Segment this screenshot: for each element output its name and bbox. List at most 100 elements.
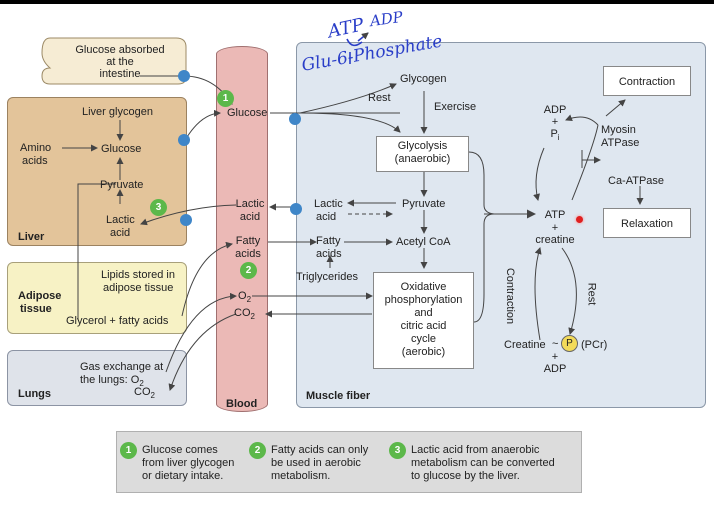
plus-mid: + bbox=[551, 222, 559, 234]
ox-line1: Oxidative bbox=[400, 281, 447, 293]
legend-1-line2: from liver glycogen bbox=[142, 457, 235, 469]
adp-top: ADP bbox=[543, 104, 567, 116]
rest-vertical: Rest bbox=[585, 282, 598, 306]
liver-pyruvate: Pyruvate bbox=[100, 179, 144, 191]
phosphate-circle: P bbox=[561, 335, 578, 352]
intestine-line2: at the bbox=[106, 56, 134, 68]
liver-lactic-acid: acid bbox=[110, 227, 131, 239]
muscle-exercise: Exercise bbox=[434, 101, 477, 113]
liver-region bbox=[7, 97, 187, 246]
lungs-label: Lungs bbox=[18, 388, 51, 400]
contraction-box bbox=[603, 66, 691, 96]
legend-2-line1: Fatty acids can only bbox=[271, 444, 369, 456]
adp-bottom: ADP bbox=[543, 363, 567, 375]
legend-box bbox=[116, 431, 582, 493]
intestine-line3: intestine bbox=[99, 68, 141, 80]
legend-3-line2: metabolism can be converted bbox=[411, 457, 555, 469]
blood-fatty: Fatty bbox=[235, 235, 261, 247]
dot-intestine bbox=[178, 70, 190, 82]
blood-lactic: Lactic bbox=[235, 198, 265, 210]
blood-vessel bbox=[216, 46, 268, 412]
ox-line6: (aerobic) bbox=[401, 346, 446, 358]
handwritten-adp: ADP bbox=[368, 7, 404, 31]
blood-fatty-acids: acids bbox=[235, 248, 261, 260]
lungs-region bbox=[7, 350, 187, 406]
muscle-fiber-label: Muscle fiber bbox=[306, 390, 371, 402]
contraction-label: Contraction bbox=[618, 76, 676, 88]
adipose-label: Adipose bbox=[18, 290, 62, 302]
oxidative-box bbox=[373, 272, 474, 369]
muscle-rest: Rest bbox=[368, 92, 391, 104]
muscle-acetyl-coa: Acetyl CoA bbox=[396, 236, 451, 248]
glycolysis-box bbox=[376, 136, 469, 172]
adipose-lipids: Lipids stored in bbox=[101, 269, 175, 281]
myosin-atpase-2: ATPase bbox=[601, 137, 640, 149]
ox-line4: citric acid bbox=[400, 320, 447, 332]
pointer-dot bbox=[576, 216, 583, 223]
blood-o2: O2 bbox=[238, 290, 252, 305]
liver-amino-acids: acids bbox=[22, 155, 48, 167]
liver-glucose: Glucose bbox=[101, 143, 142, 155]
lungs-gas-exchange: Gas exchange at bbox=[80, 361, 164, 373]
ox-line2: phosphorylation bbox=[384, 294, 463, 306]
intestine-line1: Glucose absorbed bbox=[75, 44, 165, 56]
glycolysis-anaerobic: (anaerobic) bbox=[394, 153, 451, 165]
adipose-lipids-tissue: adipose tissue bbox=[103, 282, 174, 294]
ox-line5: cycle bbox=[410, 333, 437, 345]
plus-top: + bbox=[551, 116, 559, 128]
legend-1-line1: Glucose comes bbox=[142, 444, 218, 456]
intestine-scroll bbox=[41, 37, 187, 85]
legend-2-line2: be used in aerobic bbox=[271, 457, 361, 469]
legend-1-line3: or dietary intake. bbox=[142, 470, 224, 482]
dot-muscle-lactic bbox=[290, 203, 302, 215]
badge-2: 2 bbox=[240, 262, 257, 279]
badge-3: 3 bbox=[150, 199, 167, 216]
muscle-pyruvate: Pyruvate bbox=[402, 198, 446, 210]
pi: Pi bbox=[550, 128, 560, 143]
ox-line3: and bbox=[414, 307, 433, 319]
plus-bottom: + bbox=[551, 351, 559, 363]
dot-muscle-glucose bbox=[289, 113, 301, 125]
legend-badge-2: 2 bbox=[249, 442, 266, 459]
liver-lactic: Lactic bbox=[106, 214, 135, 226]
blood-glucose: Glucose bbox=[227, 107, 268, 119]
adipose-glycerol: Glycerol + fatty acids bbox=[66, 315, 169, 327]
muscle-fatty: Fatty bbox=[316, 235, 341, 247]
adipose-region bbox=[7, 262, 187, 334]
atp-center: ATP bbox=[544, 209, 566, 221]
top-edge-bar bbox=[0, 0, 714, 4]
blood-co2: CO2 bbox=[234, 307, 255, 322]
blood-label: Blood bbox=[226, 398, 258, 410]
contraction-vertical: Contraction bbox=[504, 267, 517, 325]
legend-3-line3: to glucose by the liver. bbox=[411, 470, 520, 482]
glycolysis-label: Glycolysis bbox=[397, 140, 448, 152]
ca-atpase: Ca-ATPase bbox=[608, 175, 665, 187]
legend-3-line1: Lactic acid from anaerobic bbox=[411, 444, 540, 456]
legend-2-line3: metabolism. bbox=[271, 470, 331, 482]
legend-badge-1: 1 bbox=[120, 442, 137, 459]
myosin-atpase: Myosin bbox=[601, 124, 636, 136]
liver-amino: Amino bbox=[20, 142, 52, 154]
muscle-lactic-acid: acid bbox=[316, 211, 337, 223]
creatine-bottom: Creatine bbox=[504, 339, 546, 351]
muscle-fatty-acids: acids bbox=[316, 248, 342, 260]
lungs-co2: CO2 bbox=[134, 386, 155, 401]
blood-lactic-acid: acid bbox=[239, 211, 261, 223]
dot-liver-glucose bbox=[178, 134, 190, 146]
relaxation-box bbox=[603, 208, 691, 238]
dot-liver-lactic bbox=[180, 214, 192, 226]
muscle-triglycerides: Triglycerides bbox=[296, 271, 358, 283]
pcr-label: (PCr) bbox=[581, 339, 608, 351]
muscle-glycogen: Glycogen bbox=[400, 73, 447, 85]
lungs-o2: the lungs: O2 bbox=[80, 374, 144, 389]
relaxation-label: Relaxation bbox=[621, 218, 673, 230]
liver-label: Liver bbox=[18, 231, 45, 243]
muscle-lactic: Lactic bbox=[314, 198, 343, 210]
liver-glycogen: Liver glycogen bbox=[82, 106, 153, 118]
legend-badge-3: 3 bbox=[389, 442, 406, 459]
badge-1: 1 bbox=[217, 90, 234, 107]
adipose-label-tissue: tissue bbox=[20, 303, 52, 315]
creatine-center: creatine bbox=[535, 234, 575, 246]
tilde: ~ bbox=[552, 338, 559, 350]
